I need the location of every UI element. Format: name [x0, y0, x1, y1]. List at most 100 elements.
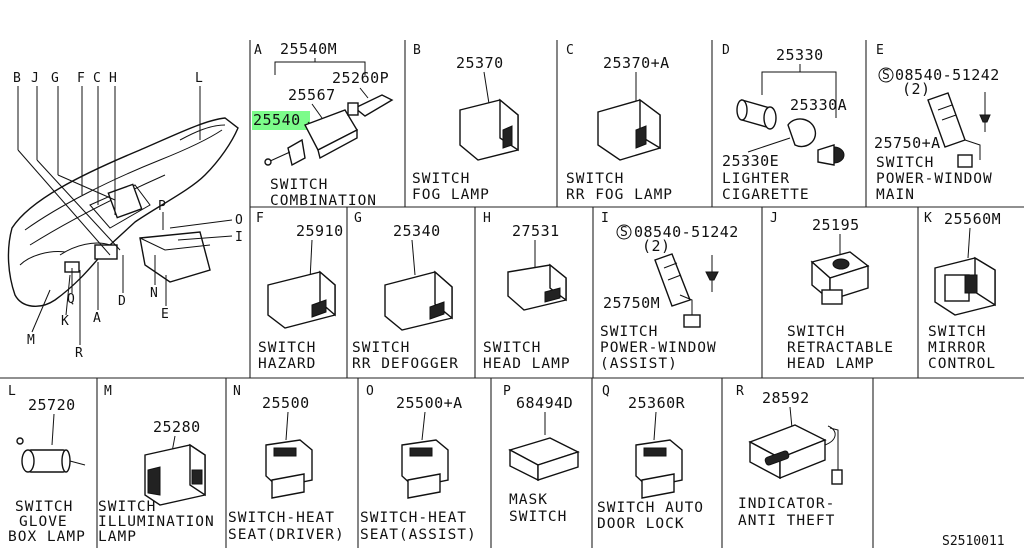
overview-callout-j: J [31, 71, 39, 86]
diagram-id: S2510011 [942, 534, 1005, 548]
part-number-25330e: 25330E [722, 152, 779, 170]
quantity-i: (2) [642, 237, 671, 255]
part-number-27531: 27531 [512, 222, 560, 240]
part-number-25540: 25540 [253, 111, 301, 129]
panel-g: G 25340 SWITCH RR DEFOGGER [352, 211, 459, 372]
caption-i-line2: POWER-WINDOW [600, 340, 717, 356]
overview-callout-c: C [93, 71, 101, 86]
caption-e-line2: POWER-WINDOW [876, 171, 993, 187]
panel-q-letter: Q [602, 384, 610, 399]
caption-n-line2: SEAT(DRIVER) [228, 527, 345, 543]
overview-callout-a: A [93, 311, 101, 326]
caption-e-line1: SWITCH [876, 155, 934, 171]
caption-m-line2: ILLUMINATION [98, 514, 215, 530]
panel-l-letter: L [8, 384, 16, 399]
highlight-marker [252, 111, 310, 130]
part-number-25330: 25330 [776, 46, 824, 64]
caption-p-line1: MASK [509, 492, 548, 508]
caption-b-line2: FOG LAMP [412, 187, 490, 203]
overview-callout-o: O [235, 213, 243, 228]
part-number-25340: 25340 [393, 222, 441, 240]
caption-j-line2: RETRACTABLE [787, 340, 894, 356]
caption-r-line1: INDICATOR- [738, 496, 835, 512]
part-number-25750m: 25750M [603, 294, 660, 312]
panel-h: H 27531 SWITCH HEAD LAMP [483, 211, 570, 372]
dashboard-illustration [7, 117, 239, 307]
caption-l-line2: GLOVE [19, 514, 68, 530]
caption-f-line1: SWITCH [258, 340, 316, 356]
panel-c-letter: C [566, 43, 574, 58]
caption-q-line1: SWITCH AUTO [597, 500, 704, 516]
part-number-25567: 25567 [288, 86, 336, 104]
caption-i-line3: (ASSIST) [600, 356, 678, 372]
panel-m: M 25280 SWITCH ILLUMINATION LAMP [98, 384, 215, 545]
panel-p-letter: P [503, 384, 511, 399]
caption-c-line2: RR FOG LAMP [566, 187, 673, 203]
panel-i-letter: I [601, 211, 609, 226]
screw-symbol-e-icon [878, 67, 894, 83]
caption-g-line1: SWITCH [352, 340, 410, 356]
panel-a-letter: A [254, 43, 262, 58]
caption-a-line1: SWITCH [270, 177, 328, 193]
panel-q: Q 25360R SWITCH AUTO DOOR LOCK [597, 384, 704, 532]
caption-l-line3: BOX LAMP [8, 529, 86, 545]
caption-p-line2: SWITCH [509, 509, 567, 525]
caption-a-line2: COMBINATION [270, 193, 377, 209]
panel-k-letter: K [924, 211, 932, 226]
caption-m-line3: LAMP [98, 529, 137, 545]
panel-j: J 25195 SWITCH RETRACTABLE HEAD LAMP [770, 211, 894, 372]
panel-grid [0, 40, 1024, 548]
overview-callout-k: K [61, 314, 69, 329]
part-number-25360r: 25360R [628, 394, 686, 412]
overview-callout-h: H [109, 71, 117, 86]
caption-k-line1: SWITCH [928, 324, 986, 340]
caption-g-line2: RR DEFOGGER [352, 356, 459, 372]
caption-j-line3: HEAD LAMP [787, 356, 875, 372]
caption-j-line1: SWITCH [787, 324, 845, 340]
caption-m-line1: SWITCH [98, 499, 156, 515]
panel-e: E S 08540-51242 (2) 25750+A SWITCH POWER… [874, 43, 999, 203]
overview-callout-d: D [118, 294, 126, 309]
overview-callout-r: R [75, 346, 83, 361]
caption-k-line2: MIRROR [928, 340, 986, 356]
caption-i-line1: SWITCH [600, 324, 658, 340]
overview-callout-f: F [77, 71, 85, 86]
screw-symbol-i: S [620, 225, 628, 240]
caption-o-line2: SEAT(ASSIST) [360, 527, 477, 543]
caption-d-line2: CIGARETTE [722, 187, 810, 203]
part-number-25370: 25370 [456, 54, 504, 72]
overview-callout-g: G [51, 71, 59, 86]
part-number-25560m: 25560M [944, 210, 1001, 228]
overview-callout-n: N [150, 286, 158, 301]
panel-b: B 25370 SWITCH FOG LAMP [412, 43, 519, 203]
panel-o: O 25500+A SWITCH-HEAT SEAT(ASSIST) [360, 384, 477, 543]
panel-e-letter: E [876, 43, 884, 58]
caption-o-line1: SWITCH-HEAT [360, 510, 467, 526]
caption-c-line1: SWITCH [566, 171, 624, 187]
caption-q-line2: DOOR LOCK [597, 516, 685, 532]
part-number-25260p: 25260P [332, 69, 389, 87]
part-number-25280: 25280 [153, 418, 201, 436]
part-number-25540m: 25540M [280, 40, 337, 58]
panel-a: A 25540M 25260P 25567 25540 SWITCH COMBI… [252, 40, 394, 209]
panel-n-letter: N [233, 384, 241, 399]
caption-e-line3: MAIN [876, 187, 915, 203]
part-number-25370-a: 25370+A [603, 54, 670, 72]
screw-symbol-i-icon [616, 224, 632, 240]
panel-f-letter: F [256, 211, 264, 226]
panel-n: N 25500 SWITCH-HEAT SEAT(DRIVER) [228, 384, 345, 543]
screw-symbol-e: S [882, 68, 890, 83]
part-number-68494d: 68494D [516, 394, 573, 412]
panel-i: I S 08540-51242 (2) 25750M SWITCH POWER-… [600, 211, 738, 372]
overview-callout-m: M [27, 333, 35, 348]
caption-b-line1: SWITCH [412, 171, 470, 187]
part-number-25330a: 25330A [790, 96, 847, 114]
caption-h-line1: SWITCH [483, 340, 541, 356]
panel-r: R 28592 INDICATOR- ANTI THEFT [736, 384, 843, 529]
caption-r-line2: ANTI THEFT [738, 513, 835, 529]
panel-c: C 25370+A SWITCH RR FOG LAMP [566, 43, 673, 203]
part-number-25910: 25910 [296, 222, 344, 240]
overview-callout-e: E [161, 307, 169, 322]
overview-callout-lines [17, 86, 233, 345]
overview-callout-p: P [158, 199, 166, 214]
